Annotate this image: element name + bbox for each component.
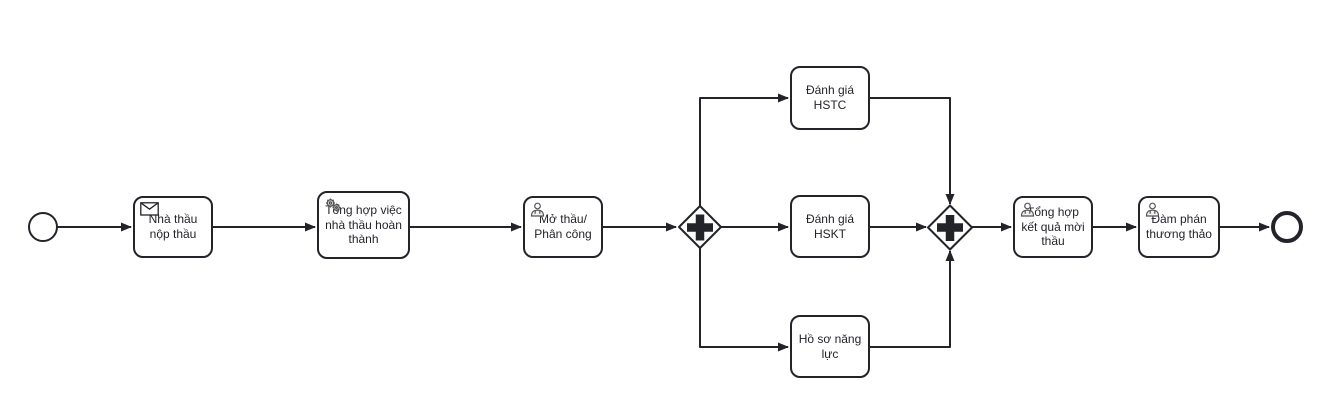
task-tong-hop-viec-hoan-thanh[interactable]: Tổng hợp việc nhà thầu hoàn thành	[317, 191, 410, 259]
user-icon	[1145, 202, 1160, 217]
task-label: Tổng hợp việc nhà thầu hoàn thành	[325, 203, 402, 247]
message-icon	[140, 202, 159, 216]
task-tong-hop-ket-qua-moi-thau[interactable]: Tổng hợp kết quả mời thầu	[1013, 196, 1093, 258]
task-dam-phan-thuong-thao[interactable]: Đàm phán thương thảo	[1138, 196, 1220, 258]
task-label: Hồ sơ năng lực	[798, 331, 862, 361]
parallel-plus-icon	[687, 214, 713, 241]
task-nha-thau-nop-thau[interactable]: Nhà thầu nộp thầu	[133, 196, 213, 258]
user-icon	[530, 202, 545, 217]
service-icon	[326, 198, 341, 212]
task-danh-gia-hskt[interactable]: Đánh giá HSKT	[790, 195, 870, 258]
start-event[interactable]	[28, 212, 58, 242]
parallel-plus-icon	[937, 215, 963, 241]
parallel-gateway-join[interactable]	[927, 204, 973, 251]
end-event[interactable]	[1271, 211, 1303, 243]
task-mo-thau-phan-cong[interactable]: Mở thầu/ Phân công	[523, 196, 603, 258]
task-danh-gia-hstc[interactable]: Đánh giá HSTC	[790, 66, 870, 130]
task-label: Mở thầu/ Phân công	[534, 212, 592, 241]
task-label: Đánh giá HSKT	[805, 211, 855, 241]
task-label: Đánh giá HSTC	[805, 83, 855, 112]
task-label: Nhà thầu nộp thầu	[148, 212, 198, 241]
flow-split-to-hstc	[699, 93, 789, 206]
task-label: Tổng hợp kết quả mời thầu	[1021, 205, 1085, 249]
user-icon	[1020, 202, 1035, 217]
task-ho-so-nang-luc[interactable]: Hồ sơ năng lực	[790, 315, 870, 378]
task-label: Đàm phán thương thảo	[1146, 212, 1212, 241]
flow-hstc-to-gateway-join	[870, 97, 955, 205]
flow-split-to-ho-so	[699, 248, 789, 352]
flow-ho-so-to-gateway-join	[870, 250, 955, 348]
parallel-gateway-split[interactable]	[678, 205, 722, 249]
